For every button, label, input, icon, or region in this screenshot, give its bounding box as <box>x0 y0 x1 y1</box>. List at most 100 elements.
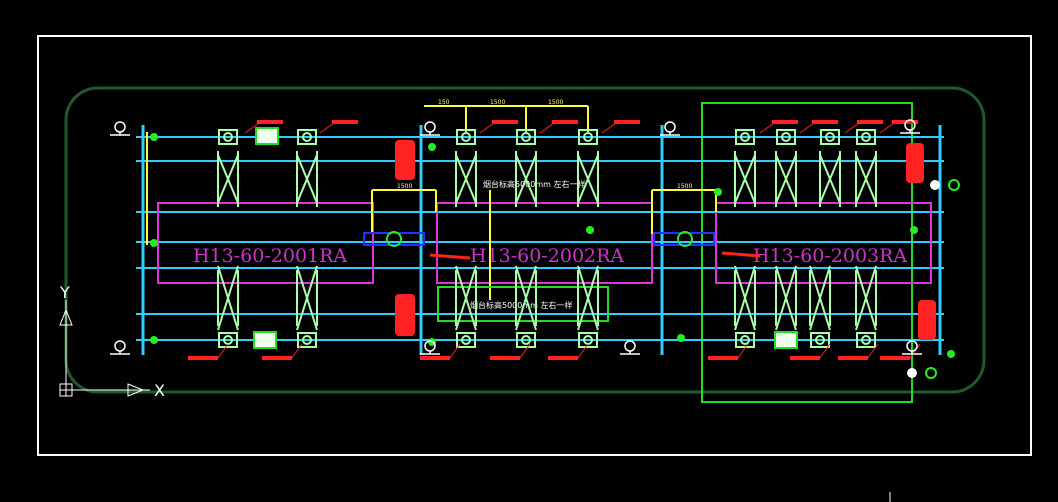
leader-line <box>217 343 229 359</box>
valve-cross <box>296 265 318 302</box>
pump-head <box>624 340 636 352</box>
red-tag <box>548 356 578 360</box>
pump-symbol <box>900 119 920 134</box>
leader-line <box>244 122 260 134</box>
module-label-2: H13-60-2002RA <box>470 245 624 267</box>
valve-cross <box>455 176 477 204</box>
valve-cross <box>819 154 841 182</box>
elevation-note-lower: 烟台标高5000mm 左右一样 <box>470 300 573 310</box>
valve-cross <box>577 265 599 302</box>
leader-line <box>601 122 617 134</box>
red-tag <box>838 356 868 360</box>
valve-cross <box>775 154 797 182</box>
valve-cross <box>217 265 239 302</box>
valve-cross <box>855 176 877 204</box>
valve-flange <box>456 332 476 348</box>
green-ring <box>925 367 937 379</box>
valve-port <box>461 335 471 345</box>
valve-assembly <box>217 129 239 207</box>
valve-cross <box>734 154 756 182</box>
valve-cross <box>855 265 877 302</box>
dimension-text-3: 1500 <box>548 99 563 106</box>
valve-flange <box>578 129 598 145</box>
valve-assembly <box>455 129 477 207</box>
valve-assembly <box>819 129 841 207</box>
red-tag <box>490 356 520 360</box>
valve-flange <box>218 332 238 348</box>
red-tag <box>262 356 292 360</box>
leader-line <box>909 343 921 359</box>
valve-cross <box>855 154 877 182</box>
vertical-rails <box>141 125 942 355</box>
junction-dot <box>150 336 158 344</box>
red-tag <box>880 356 910 360</box>
valve-flange <box>856 332 876 348</box>
junction-dot <box>428 143 436 151</box>
module-label-1: H13-60-2001RA <box>193 245 347 267</box>
elevation-note-upper: 烟台标高5000mm 左右一样 <box>483 179 586 189</box>
leader-line <box>577 343 589 359</box>
valve-assembly <box>809 265 831 348</box>
valve-port <box>861 132 871 142</box>
valve-port <box>302 335 312 345</box>
white-blocks <box>253 127 798 349</box>
module-box-3 <box>715 202 932 284</box>
valve-cross <box>577 154 599 182</box>
building-outline <box>64 86 986 394</box>
enclosure-box <box>701 102 913 403</box>
pump-symbol <box>660 121 680 136</box>
red-pipe <box>429 253 471 260</box>
red-tag <box>332 120 358 124</box>
valve-assembly <box>577 265 599 348</box>
red-tag <box>188 356 218 360</box>
pump-symbol <box>420 121 440 136</box>
valve-cross <box>296 176 318 204</box>
coupling-ring-1 <box>386 231 402 247</box>
module-box-2 <box>436 202 653 284</box>
pump-head <box>114 340 126 352</box>
dimension-lines <box>371 105 717 300</box>
valve-port <box>461 132 471 142</box>
valve-assembly <box>455 265 477 348</box>
valve-cross <box>775 176 797 204</box>
valve-flange <box>578 332 598 348</box>
valve-cross <box>775 265 797 302</box>
pump-symbols <box>110 119 922 355</box>
valve-flange <box>776 129 796 145</box>
valve-port <box>302 132 312 142</box>
pump-symbol <box>620 340 640 355</box>
junction-dot <box>150 133 158 141</box>
leader-line <box>519 343 531 359</box>
pump-symbol <box>902 340 922 355</box>
pump-head <box>424 121 436 133</box>
pump-symbol <box>110 121 130 136</box>
pump-head <box>114 121 126 133</box>
valve-flange <box>735 129 755 145</box>
junction-dot <box>677 334 685 342</box>
leader-line <box>759 122 775 134</box>
drawing-frame <box>37 35 1032 456</box>
valve-flange <box>735 332 755 348</box>
valve-cross <box>819 176 841 204</box>
leader-line <box>867 343 879 359</box>
red-tag <box>857 120 883 124</box>
junction-dot <box>586 226 594 234</box>
red-tag <box>708 356 738 360</box>
dimension-text-4: 1500 <box>397 183 412 190</box>
junction-dot <box>910 226 918 234</box>
junction-dot <box>714 188 722 196</box>
module-label-3: H13-60-2003RA <box>753 245 907 267</box>
red-tag <box>420 356 450 360</box>
valve-port <box>521 335 531 345</box>
valve-assembly <box>855 129 877 207</box>
valve-assembly <box>734 129 756 207</box>
valve-assembly <box>515 265 537 348</box>
valve-cross <box>515 265 537 302</box>
valve-cross <box>296 154 318 182</box>
leader-line <box>449 343 461 359</box>
valve-assembly <box>515 129 537 207</box>
red-tag <box>257 120 283 124</box>
leader-line <box>319 122 335 134</box>
coupling-ring-2 <box>677 231 693 247</box>
